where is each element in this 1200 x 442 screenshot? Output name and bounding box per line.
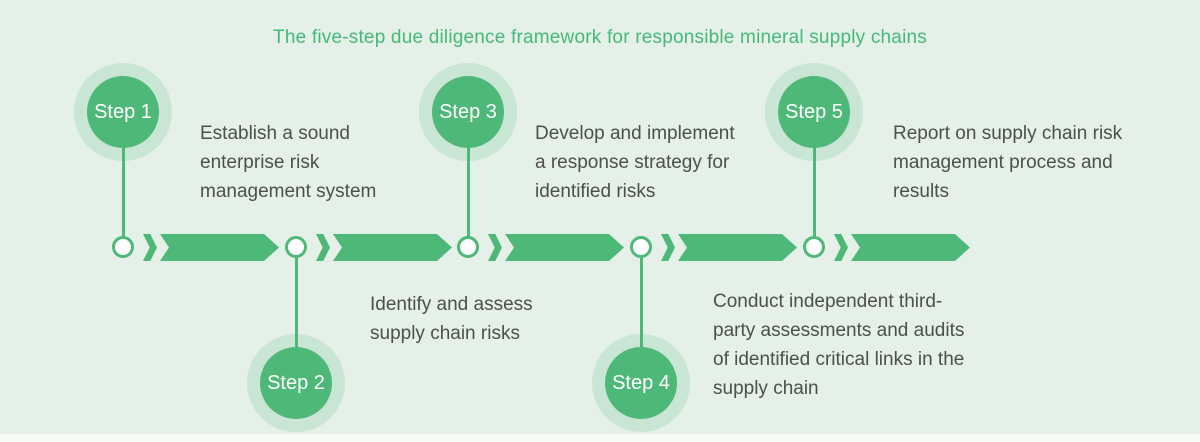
step-2-description: Identify and assess supply chain risks — [370, 294, 533, 344]
arrow-bar — [160, 234, 279, 261]
step-4-circle: Step 4 — [605, 347, 677, 419]
arrow-chevron-icon — [316, 234, 330, 261]
step-3-connector-line — [466, 110, 470, 247]
step-1-circle: Step 1 — [87, 76, 159, 148]
arrow-bar — [505, 234, 624, 261]
step-5-label: Step 5 — [785, 100, 843, 123]
step-2-label: Step 2 — [267, 371, 325, 394]
bottom-strip — [0, 434, 1200, 442]
step-4-label: Step 4 — [612, 371, 670, 394]
diagram-title: The five-step due diligence framework fo… — [273, 27, 927, 48]
step-1-label: Step 1 — [94, 100, 152, 123]
step-3-timeline-node — [457, 236, 479, 258]
step-2-circle: Step 2 — [260, 347, 332, 419]
step-5-timeline-node — [803, 236, 825, 258]
step-5-circle: Step 5 — [778, 76, 850, 148]
arrow-bar — [678, 234, 797, 261]
step-5-description: Report on supply chain risk management p… — [893, 123, 1123, 202]
step-1-timeline-node — [112, 236, 134, 258]
step-2-timeline-node — [285, 236, 307, 258]
arrow-chevron-icon — [488, 234, 502, 261]
step-3-label: Step 3 — [439, 100, 497, 123]
arrow-chevron-icon — [661, 234, 675, 261]
arrow-chevron-icon — [834, 234, 848, 261]
arrow-bar — [333, 234, 452, 261]
step-2-connector-line — [294, 247, 298, 351]
step-3-circle: Step 3 — [432, 76, 504, 148]
arrow-chevron-icon — [143, 234, 157, 261]
arrow-bar — [851, 234, 970, 261]
step-3-description: Develop and implement a response strateg… — [535, 123, 735, 202]
step-5-connector-line — [812, 110, 816, 247]
step-4-description: Conduct independent third- party assessm… — [713, 291, 965, 399]
step-1-description: Establish a sound enterprise risk manage… — [200, 123, 377, 202]
step-4-timeline-node — [630, 236, 652, 258]
step-1-connector-line — [121, 110, 125, 247]
step-4-connector-line — [639, 247, 643, 351]
